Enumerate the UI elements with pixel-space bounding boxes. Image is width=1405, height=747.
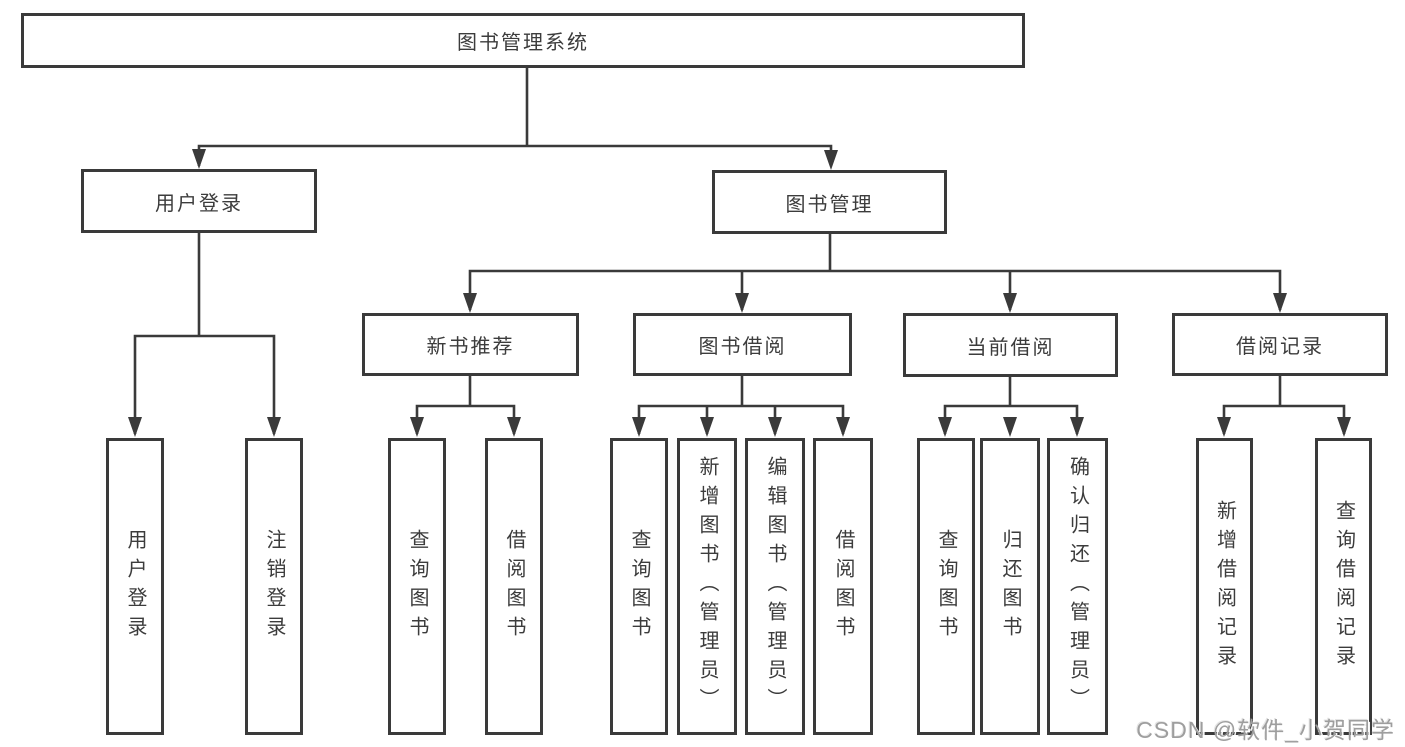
leaf-borrow-query-book-label: 查询图书 bbox=[628, 528, 650, 645]
leaf-logout-login-label: 注销登录 bbox=[263, 528, 285, 645]
leaf-confirm-return-admin-label: 确认归还（管理员） bbox=[1066, 456, 1089, 717]
node-book-borrow: 图书借阅 bbox=[633, 313, 852, 376]
node-current-borrow-label: 当前借阅 bbox=[966, 336, 1055, 359]
leaf-return-book-label: 归还图书 bbox=[999, 528, 1021, 645]
leaf-user-login: 用户登录 bbox=[106, 438, 164, 735]
node-root-label: 图书管理系统 bbox=[457, 32, 589, 54]
node-book-management: 图书管理 bbox=[712, 170, 947, 234]
node-current-borrow: 当前借阅 bbox=[903, 313, 1118, 377]
node-borrow-record: 借阅记录 bbox=[1172, 313, 1388, 376]
leaf-current-query-book-label: 查询图书 bbox=[935, 528, 957, 645]
leaf-query-borrow-record: 查询借阅记录 bbox=[1315, 438, 1372, 735]
leaf-query-borrow-record-label: 查询借阅记录 bbox=[1332, 499, 1355, 674]
leaf-recommend-query-book: 查询图书 bbox=[388, 438, 446, 735]
leaf-add-book-admin: 新增图书（管理员） bbox=[677, 438, 737, 735]
node-new-book-recommend-label: 新书推荐 bbox=[426, 336, 515, 358]
leaf-add-borrow-record: 新增借阅记录 bbox=[1196, 438, 1253, 735]
node-user-login-label: 用户登录 bbox=[155, 192, 243, 215]
leaf-recommend-query-book-label: 查询图书 bbox=[406, 528, 428, 645]
csdn-watermark: CSDN @软件_小贺同学 bbox=[1136, 717, 1395, 743]
node-book-borrow-label: 图书借阅 bbox=[698, 336, 787, 358]
leaf-confirm-return-admin: 确认归还（管理员） bbox=[1047, 438, 1108, 735]
leaf-return-book: 归还图书 bbox=[980, 438, 1040, 735]
leaf-recommend-borrow-book-label: 借阅图书 bbox=[503, 528, 525, 645]
leaf-add-borrow-record-label: 新增借阅记录 bbox=[1213, 499, 1236, 674]
leaf-user-login-label: 用户登录 bbox=[124, 528, 146, 645]
leaf-edit-book-admin: 编辑图书（管理员） bbox=[745, 438, 805, 735]
node-user-login: 用户登录 bbox=[81, 169, 317, 233]
leaf-borrow-query-book: 查询图书 bbox=[610, 438, 668, 735]
node-book-management-label: 图书管理 bbox=[785, 193, 874, 216]
leaf-borrow-book-label: 借阅图书 bbox=[832, 528, 854, 645]
leaf-recommend-borrow-book: 借阅图书 bbox=[485, 438, 543, 735]
leaf-borrow-book: 借阅图书 bbox=[813, 438, 873, 735]
node-new-book-recommend: 新书推荐 bbox=[362, 313, 579, 376]
leaf-edit-book-admin-label: 编辑图书（管理员） bbox=[764, 456, 786, 717]
leaf-logout-login: 注销登录 bbox=[245, 438, 303, 735]
node-root-system: 图书管理系统 bbox=[21, 13, 1025, 68]
node-borrow-record-label: 借阅记录 bbox=[1236, 336, 1324, 358]
leaf-add-book-admin-label: 新增图书（管理员） bbox=[696, 456, 718, 717]
leaf-current-query-book: 查询图书 bbox=[917, 438, 975, 735]
